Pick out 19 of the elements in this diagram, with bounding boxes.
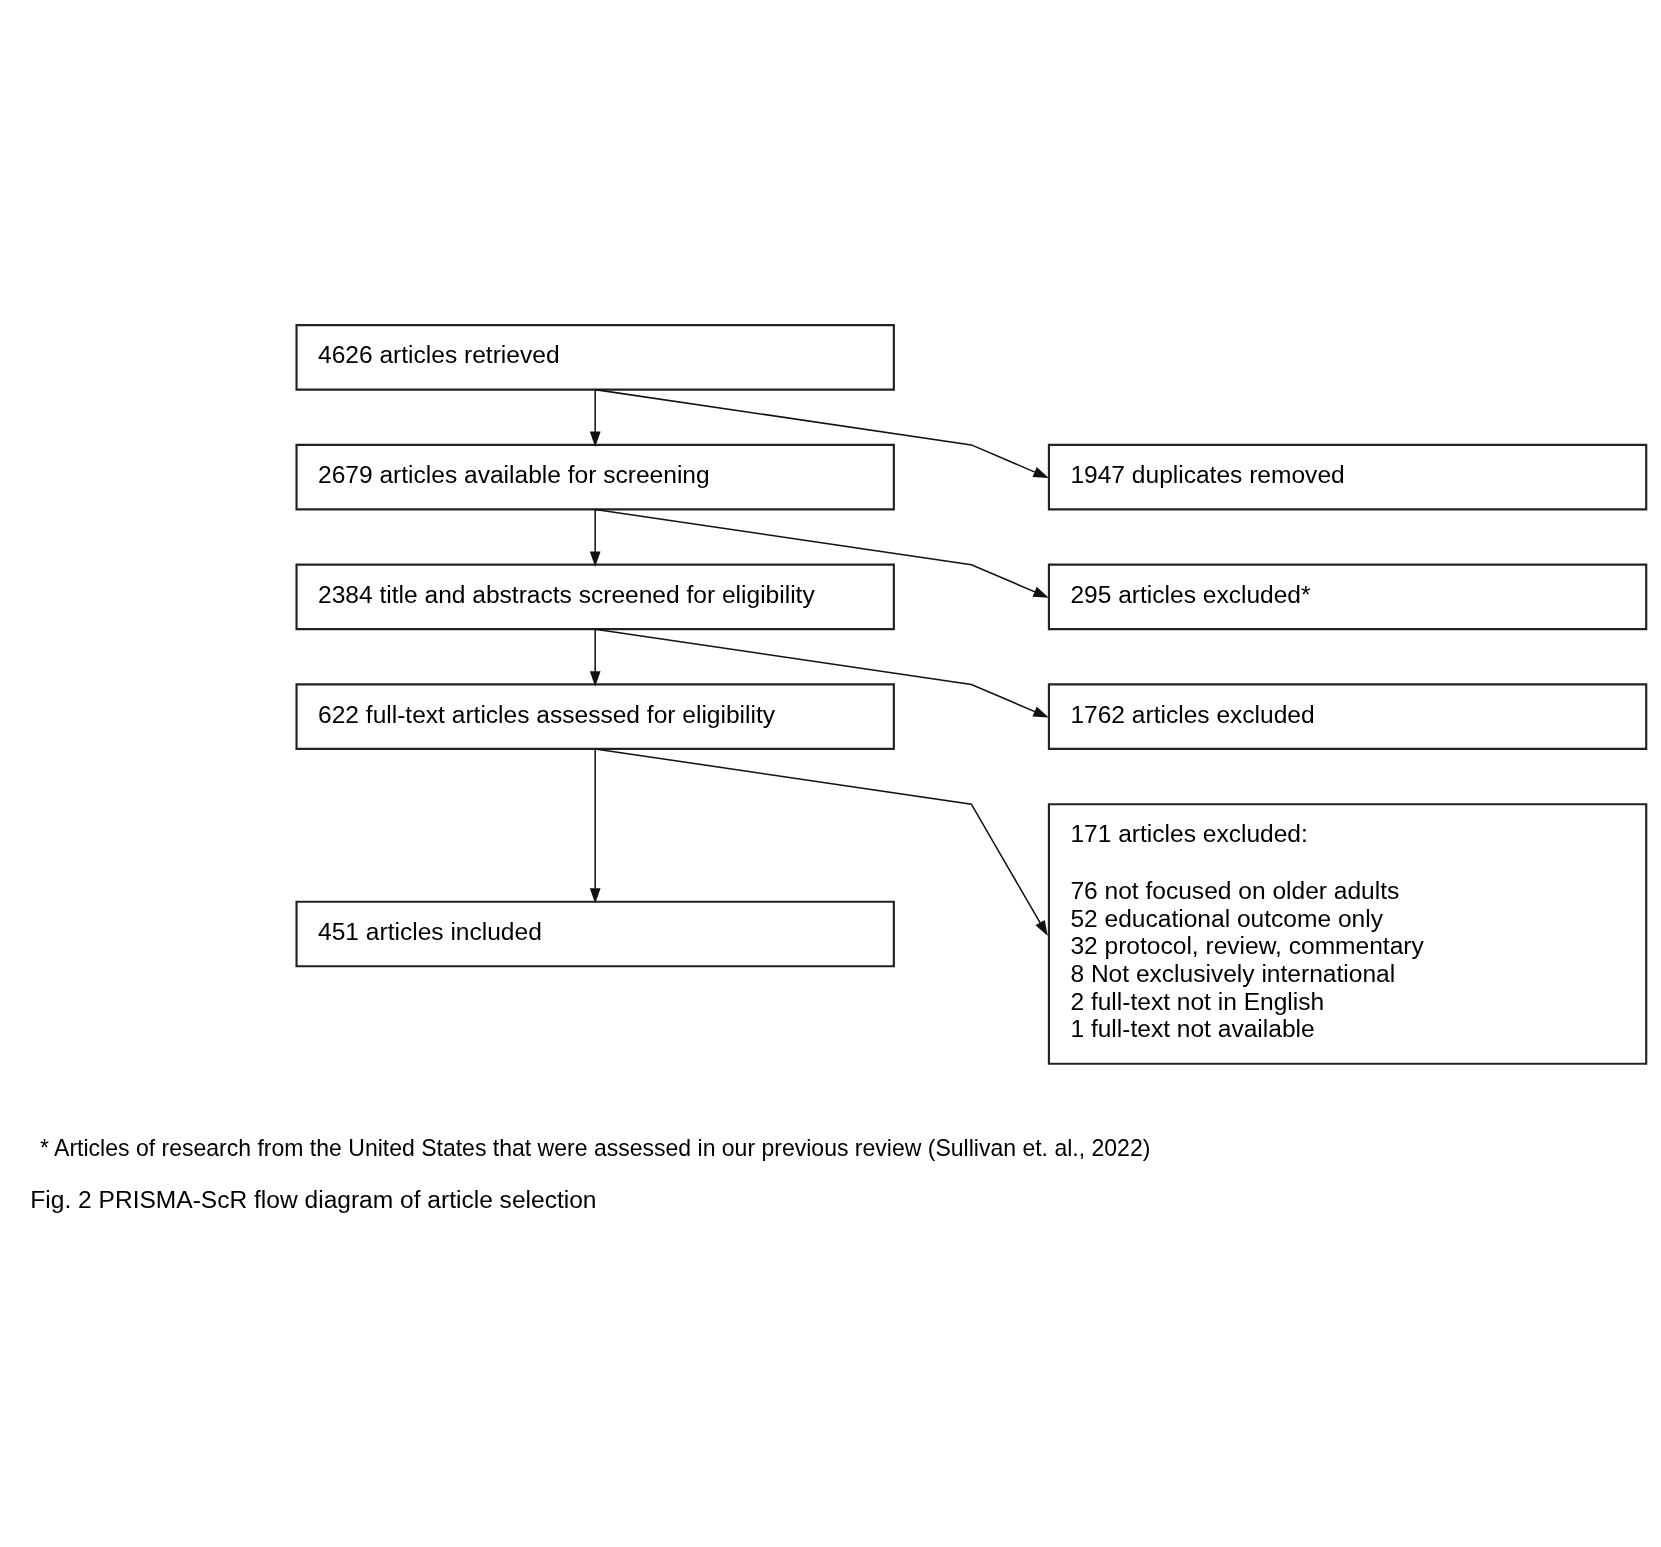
node-box: 171 articles excluded: 76 not focused on older adults 52 educational outcome only 32 protocol, review, commentary 8 Not exclusively international 2 full-text not in English 1 full-text not available [1047, 803, 1648, 1065]
arrow [594, 388, 1049, 479]
node-box: 2384 title and abstracts screened for eligibility [295, 563, 895, 631]
arrow [589, 748, 601, 904]
node-box: 622 full-text articles assessed for eligibility [295, 683, 895, 750]
node-box: 451 articles included [295, 900, 895, 968]
node-box: 1947 duplicates removed [1047, 443, 1648, 511]
arrow [594, 628, 1049, 718]
node-box: 2679 articles available for screening [295, 443, 895, 511]
arrow [594, 748, 1048, 936]
arrow [594, 508, 1049, 598]
arrow [589, 509, 601, 567]
node-box: 4626 articles retrieved [295, 324, 895, 391]
node-box: 1762 articles excluded [1047, 683, 1648, 750]
label: * Articles of research from the United States that were assessed in our previous review (Sullivan et. al., 2022) [39, 1134, 1151, 1161]
node-box: 295 articles excluded* [1047, 563, 1648, 631]
caption: Fig. 2 PRISMA-ScR flow diagram of article selection [30, 1185, 597, 1213]
arrow [589, 389, 601, 447]
arrow [589, 628, 601, 687]
